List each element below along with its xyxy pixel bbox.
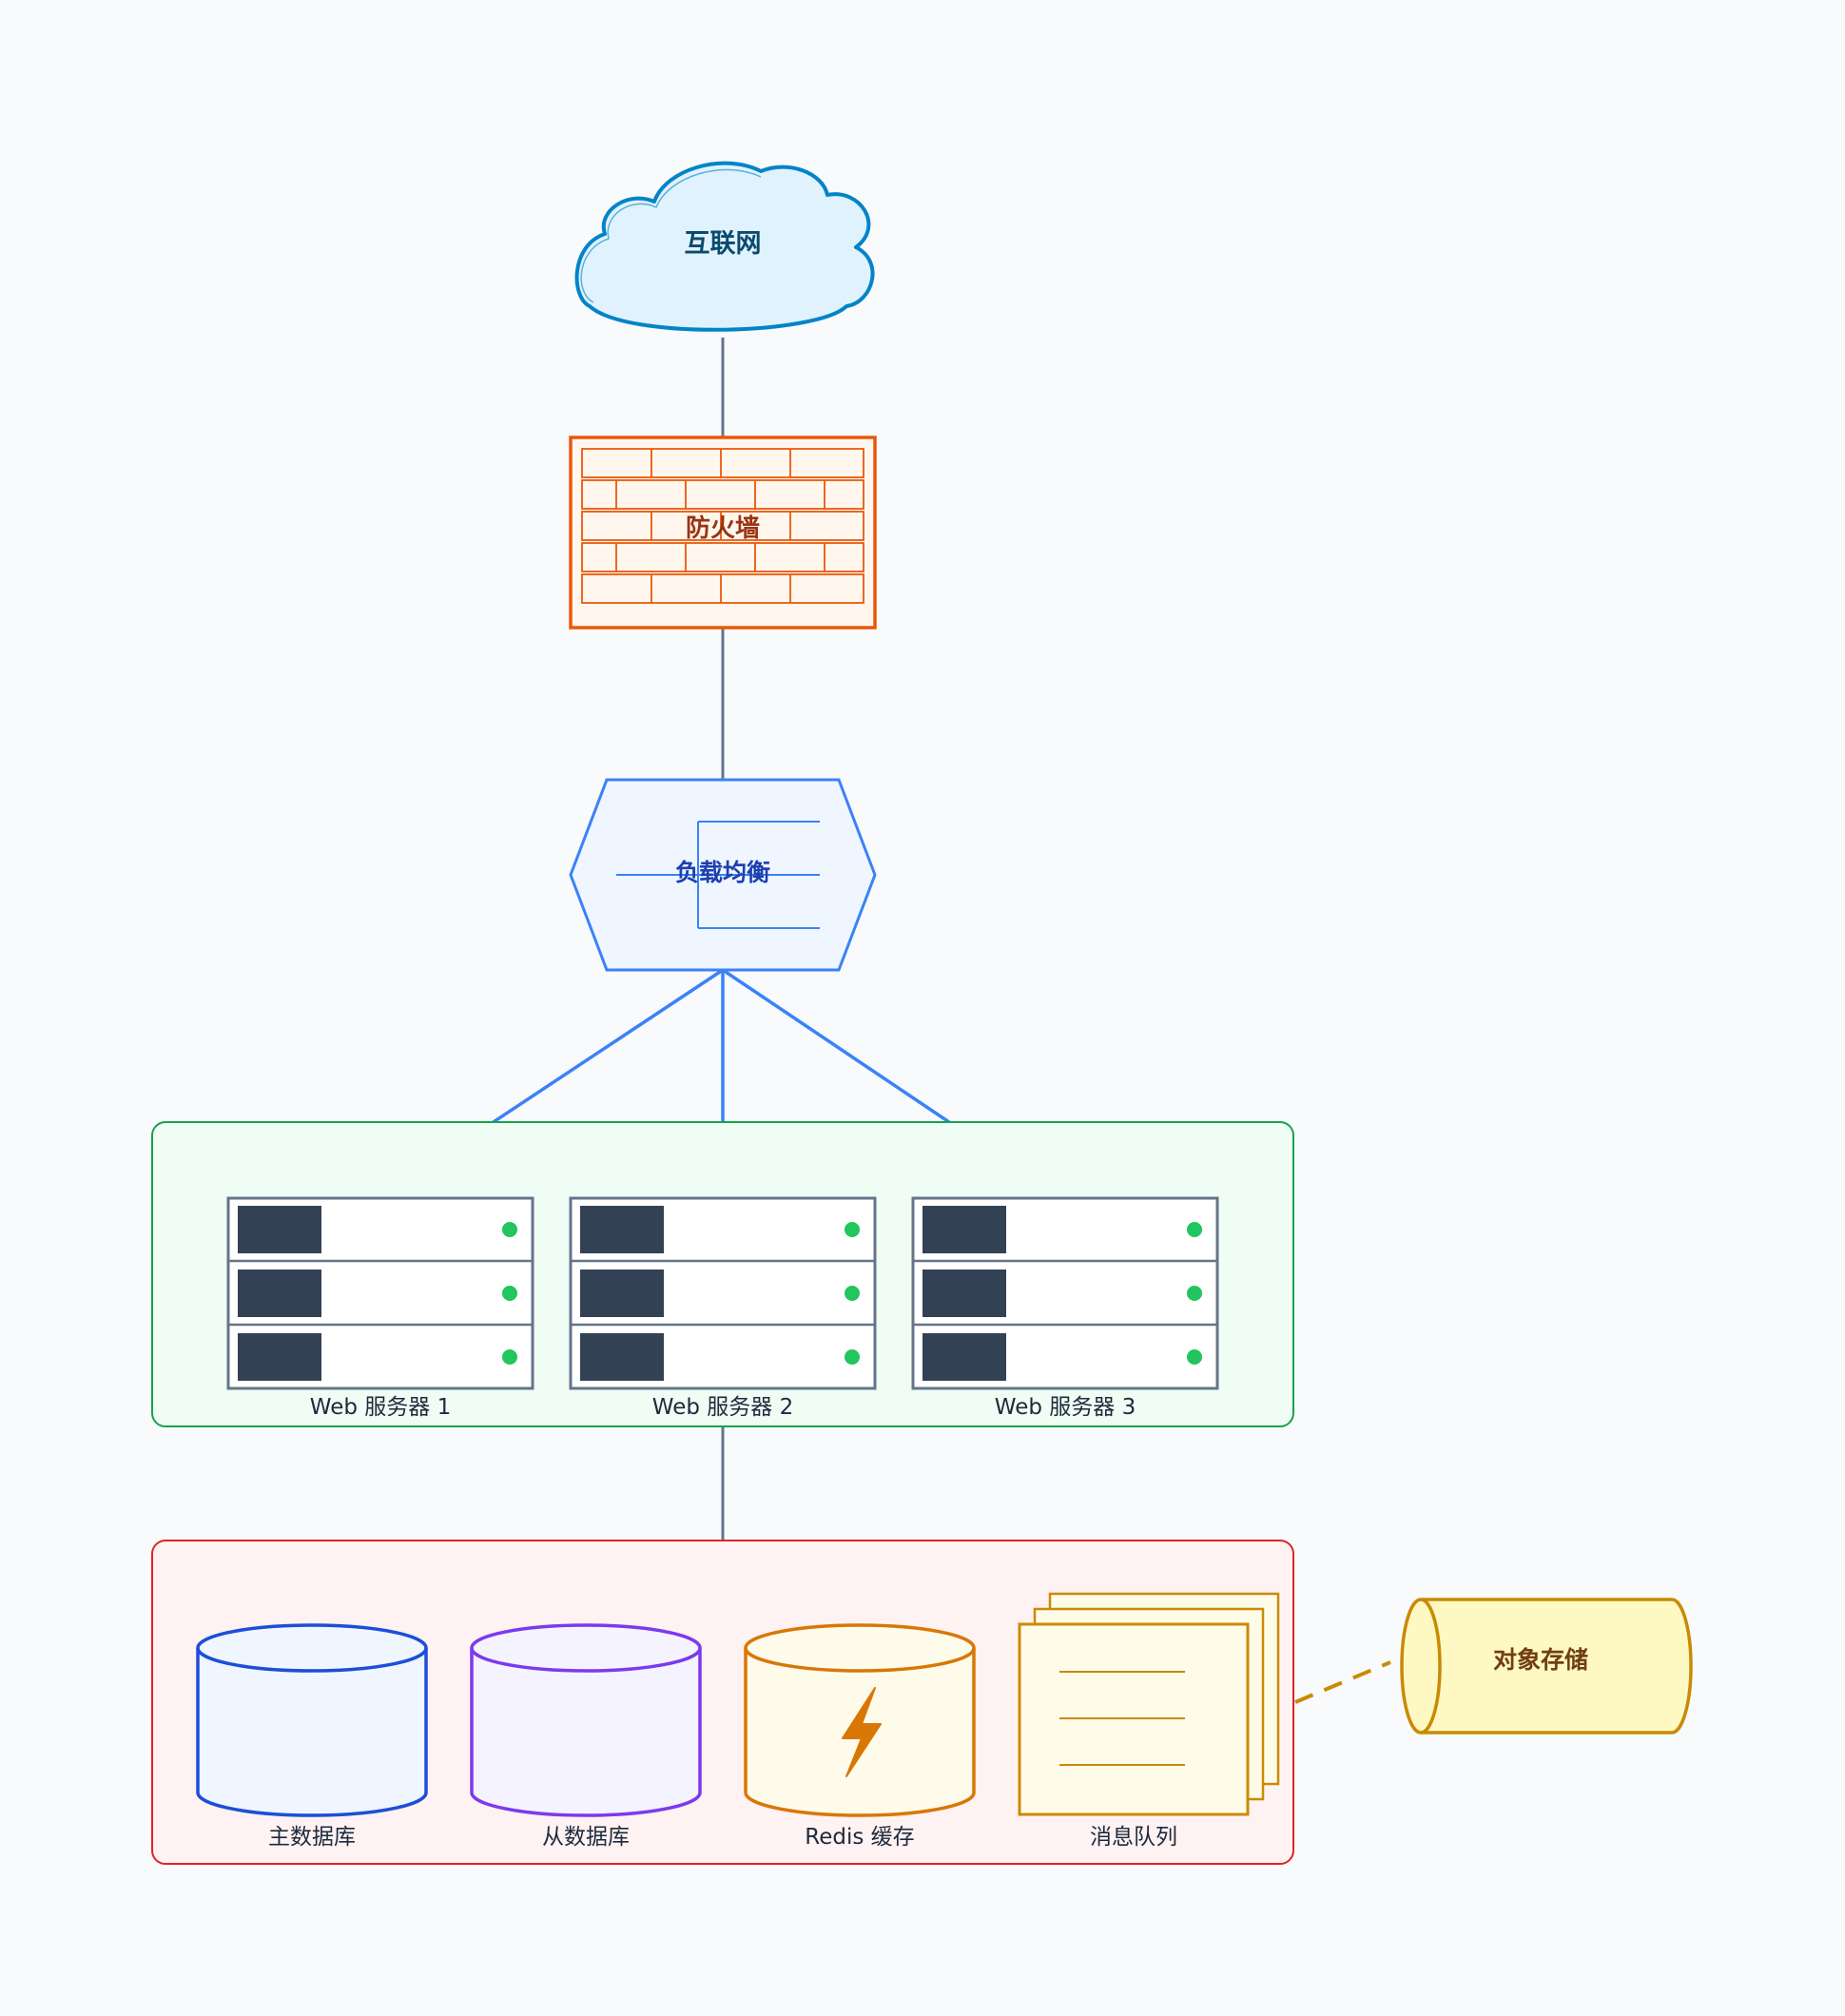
internet-label: 互联网: [685, 229, 762, 259]
firewall-box: [569, 436, 877, 630]
data-layer-group: 主数据库 从数据库 Redis 缓存: [151, 1540, 1294, 1865]
status-led-icon: [1187, 1286, 1202, 1301]
status-led-icon: [845, 1286, 860, 1301]
server-rack-icon: [911, 1196, 1219, 1390]
web-server-group: Web 服务器 1 Web 服务器 2: [151, 1121, 1294, 1427]
primary-database: 主数据库: [196, 1623, 428, 1850]
firewall-label: 防火墙: [686, 514, 760, 543]
load-balancer-node: 负载均衡: [569, 778, 877, 972]
internet-node: 互联网: [574, 161, 875, 332]
object-storage-label: 对象存储: [1493, 1646, 1588, 1674]
status-led-icon: [845, 1222, 860, 1237]
database-icon: [196, 1623, 428, 1817]
status-led-icon: [502, 1286, 517, 1301]
connector-queue-storage: [1294, 1660, 1391, 1704]
load-balance-icon: [616, 821, 820, 929]
message-queue-icon: [1018, 1592, 1280, 1816]
replica-database-label: 从数据库: [542, 1825, 630, 1850]
database-icon: [470, 1623, 702, 1817]
status-led-icon: [1187, 1349, 1202, 1365]
status-led-icon: [502, 1222, 517, 1237]
status-led-icon: [845, 1349, 860, 1365]
web-server-2-label: Web 服务器 2: [652, 1395, 793, 1420]
message-queue-label: 消息队列: [1090, 1825, 1177, 1850]
replica-database: 从数据库: [470, 1623, 702, 1850]
storage-cylinder-icon: [1400, 1598, 1693, 1735]
redis-cache-label: Redis 缓存: [805, 1825, 914, 1850]
primary-database-label: 主数据库: [268, 1825, 356, 1850]
connectors: [378, 338, 1391, 1704]
web-server-3: Web 服务器 3: [911, 1196, 1219, 1420]
web-server-1-label: Web 服务器 1: [310, 1395, 451, 1420]
brick-wall-icon: [581, 448, 864, 604]
web-server-1: Web 服务器 1: [226, 1196, 534, 1420]
web-server-2: Web 服务器 2: [569, 1196, 877, 1420]
object-storage-node: 对象存储: [1400, 1598, 1693, 1735]
status-led-icon: [502, 1349, 517, 1365]
status-led-icon: [1187, 1222, 1202, 1237]
load-balancer-label: 负载均衡: [675, 859, 770, 886]
server-rack-icon: [226, 1196, 534, 1390]
cloud-sketch-line: [580, 168, 762, 303]
message-queue: 消息队列: [1018, 1592, 1280, 1850]
web-server-3-label: Web 服务器 3: [995, 1395, 1136, 1420]
data-layer-group-box: [151, 1540, 1294, 1865]
lightning-icon: [842, 1687, 882, 1777]
server-rack-icon: [569, 1196, 877, 1390]
firewall-node: 防火墙: [569, 436, 877, 630]
redis-cache: Redis 缓存: [744, 1623, 976, 1850]
